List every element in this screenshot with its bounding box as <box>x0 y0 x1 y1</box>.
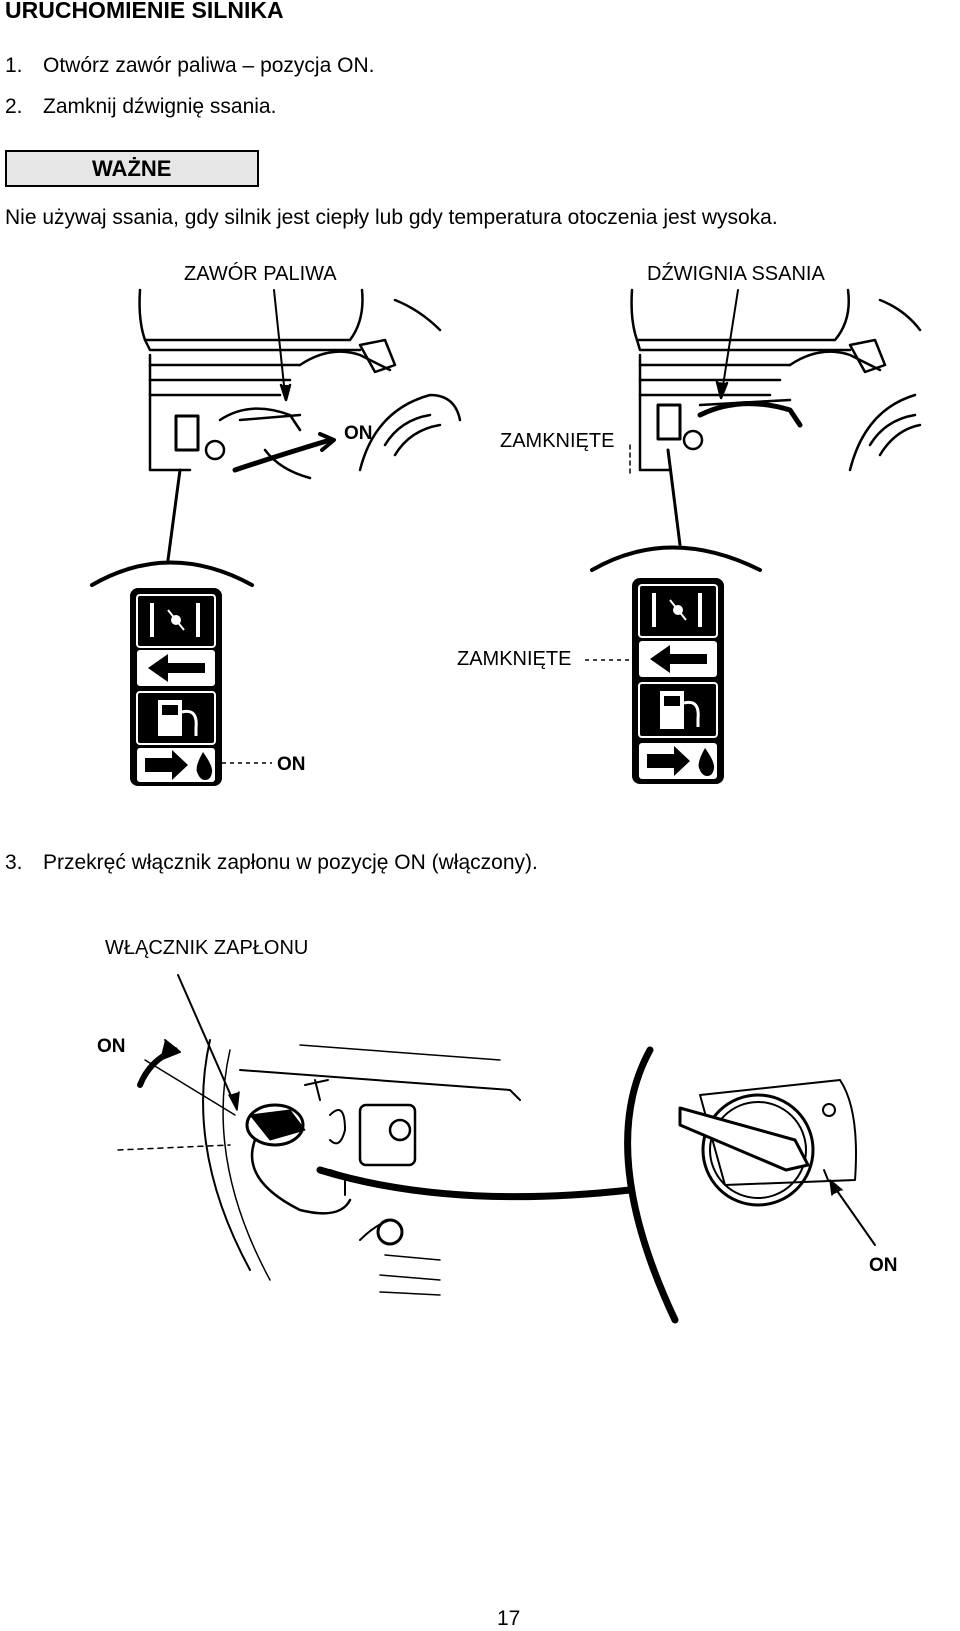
step-2-number: 2. <box>5 95 23 118</box>
ignition-switch-illustration <box>117 974 876 1324</box>
ignition-on-mark-left: ON <box>97 1036 126 1057</box>
fuel-valve-engine-drawing <box>138 288 462 480</box>
left-control-label-panel <box>130 588 222 786</box>
important-banner: WAŻNE <box>5 150 259 187</box>
fuel-valve-on-mark: ON <box>344 423 373 444</box>
right-control-label-panel <box>632 578 724 784</box>
step-2-text: Zamknij dźwignię ssania. <box>43 95 277 118</box>
important-label: WAŻNE <box>92 156 172 181</box>
fuel-valve-label: ZAWÓR PALIWA <box>184 263 337 285</box>
step-1-text: Otwórz zawór paliwa – pozycja ON. <box>43 54 375 77</box>
page-number: 17 <box>497 1607 521 1630</box>
important-note: Nie używaj ssania, gdy silnik jest ciepł… <box>5 206 778 229</box>
step-2: 2. Zamknij dźwignię ssania. <box>5 94 276 120</box>
page-heading: URUCHOMIENIE SILNIKA <box>5 0 284 23</box>
choke-closed-label-upper: ZAMKNIĘTE <box>500 430 615 452</box>
step-3: 3. Przekręć włącznik zapłonu w pozycję ON… <box>5 850 538 876</box>
choke-engine-drawing <box>630 288 922 472</box>
step-3-text: Przekręć włącznik zapłonu w pozycję ON (… <box>43 851 538 874</box>
step-1: 1. Otwórz zawór paliwa – pozycja ON. <box>5 53 374 79</box>
step-1-number: 1. <box>5 54 23 77</box>
step-3-number: 3. <box>5 851 23 874</box>
ignition-switch-label: WŁĄCZNIK ZAPŁONU <box>105 937 309 959</box>
choke-lever-label: DŹWIGNIA SSANIA <box>647 263 825 285</box>
fuel-on-label-lower: ON <box>277 754 306 775</box>
ignition-on-mark-right: ON <box>869 1255 898 1276</box>
choke-closed-label-lower: ZAMKNIĘTE <box>457 648 572 670</box>
